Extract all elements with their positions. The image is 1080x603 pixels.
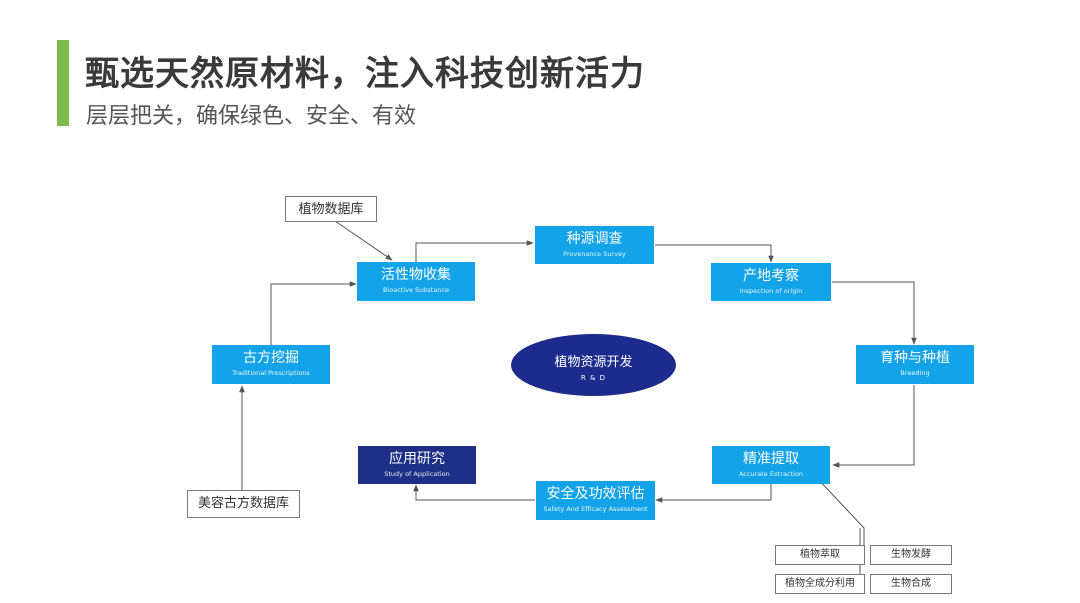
node-breeding: 育种与种植 Breeding — [856, 345, 974, 384]
arrow-bioactive-to-provenance — [415, 240, 534, 262]
method-biosynthesis: 生物合成 — [870, 574, 952, 594]
node-sublabel: Accurate Extraction — [738, 470, 804, 478]
center-node-label: 植物资源开发 — [554, 355, 633, 370]
node-bioactive-substance: 活性物收集 Bioactive Substance — [357, 262, 475, 301]
node-label: 古方挖掘 — [243, 350, 299, 366]
node-sublabel: Study of Application — [384, 470, 450, 478]
arrow-inspection-to-breeding — [832, 281, 917, 345]
arrow-provenance-to-inspection — [655, 244, 774, 263]
node-sublabel: Provenance Survey — [563, 250, 626, 258]
node-sublabel: Inspection of origin — [739, 287, 803, 295]
node-sublabel: Bioactive Substance — [382, 286, 450, 294]
node-label: 活性物收集 — [381, 267, 451, 283]
beauty-prescription-database-box: 美容古方数据库 — [187, 490, 300, 518]
node-label: 精准提取 — [743, 451, 799, 467]
node-traditional-prescriptions: 古方挖掘 Traditional Prescriptions — [212, 345, 330, 384]
page-title: 甄选天然原材料，注入科技创新活力 — [85, 54, 645, 94]
node-sublabel: Traditional Prescriptions — [232, 369, 310, 377]
arrow-methods-to-extraction — [816, 477, 865, 553]
node-study-of-application: 应用研究 Study of Application — [358, 446, 476, 484]
arrow-extraction-to-safety — [655, 484, 772, 503]
node-inspection-of-origin: 产地考察 Inspection of origin — [711, 263, 831, 301]
title-accent-bar — [57, 40, 69, 126]
method-plant-extraction: 植物萃取 — [775, 545, 865, 565]
node-label: 育种与种植 — [880, 350, 950, 366]
arrow-traditional-to-bioactive — [270, 281, 357, 345]
arrow-safety-to-application — [413, 484, 535, 501]
arrow-breeding-to-extraction — [832, 385, 915, 468]
node-safety-efficacy: 安全及功效评估 Safety And Efficacy Assessment — [536, 481, 655, 520]
node-label: 应用研究 — [389, 451, 445, 467]
plant-database-box: 植物数据库 — [285, 196, 377, 222]
node-sublabel: Breeding — [900, 369, 930, 377]
method-whole-component: 植物全成分利用 — [775, 574, 865, 594]
node-label: 安全及功效评估 — [546, 486, 645, 502]
method-fermentation: 生物发酵 — [870, 545, 952, 565]
center-node-rd: 植物资源开发 R & D — [511, 334, 676, 396]
node-sublabel: Safety And Efficacy Assessment — [543, 505, 648, 513]
page-subtitle: 层层把关，确保绿色、安全、有效 — [86, 104, 417, 129]
node-accurate-extraction: 精准提取 Accurate Extraction — [712, 446, 830, 484]
node-label: 种源调查 — [566, 231, 623, 247]
arrow-plant-db-to-bioactive — [334, 220, 393, 261]
center-node-sublabel: R & D — [580, 374, 607, 382]
node-provenance-survey: 种源调查 Provenance Survey — [535, 226, 654, 264]
node-label: 产地考察 — [743, 268, 799, 284]
